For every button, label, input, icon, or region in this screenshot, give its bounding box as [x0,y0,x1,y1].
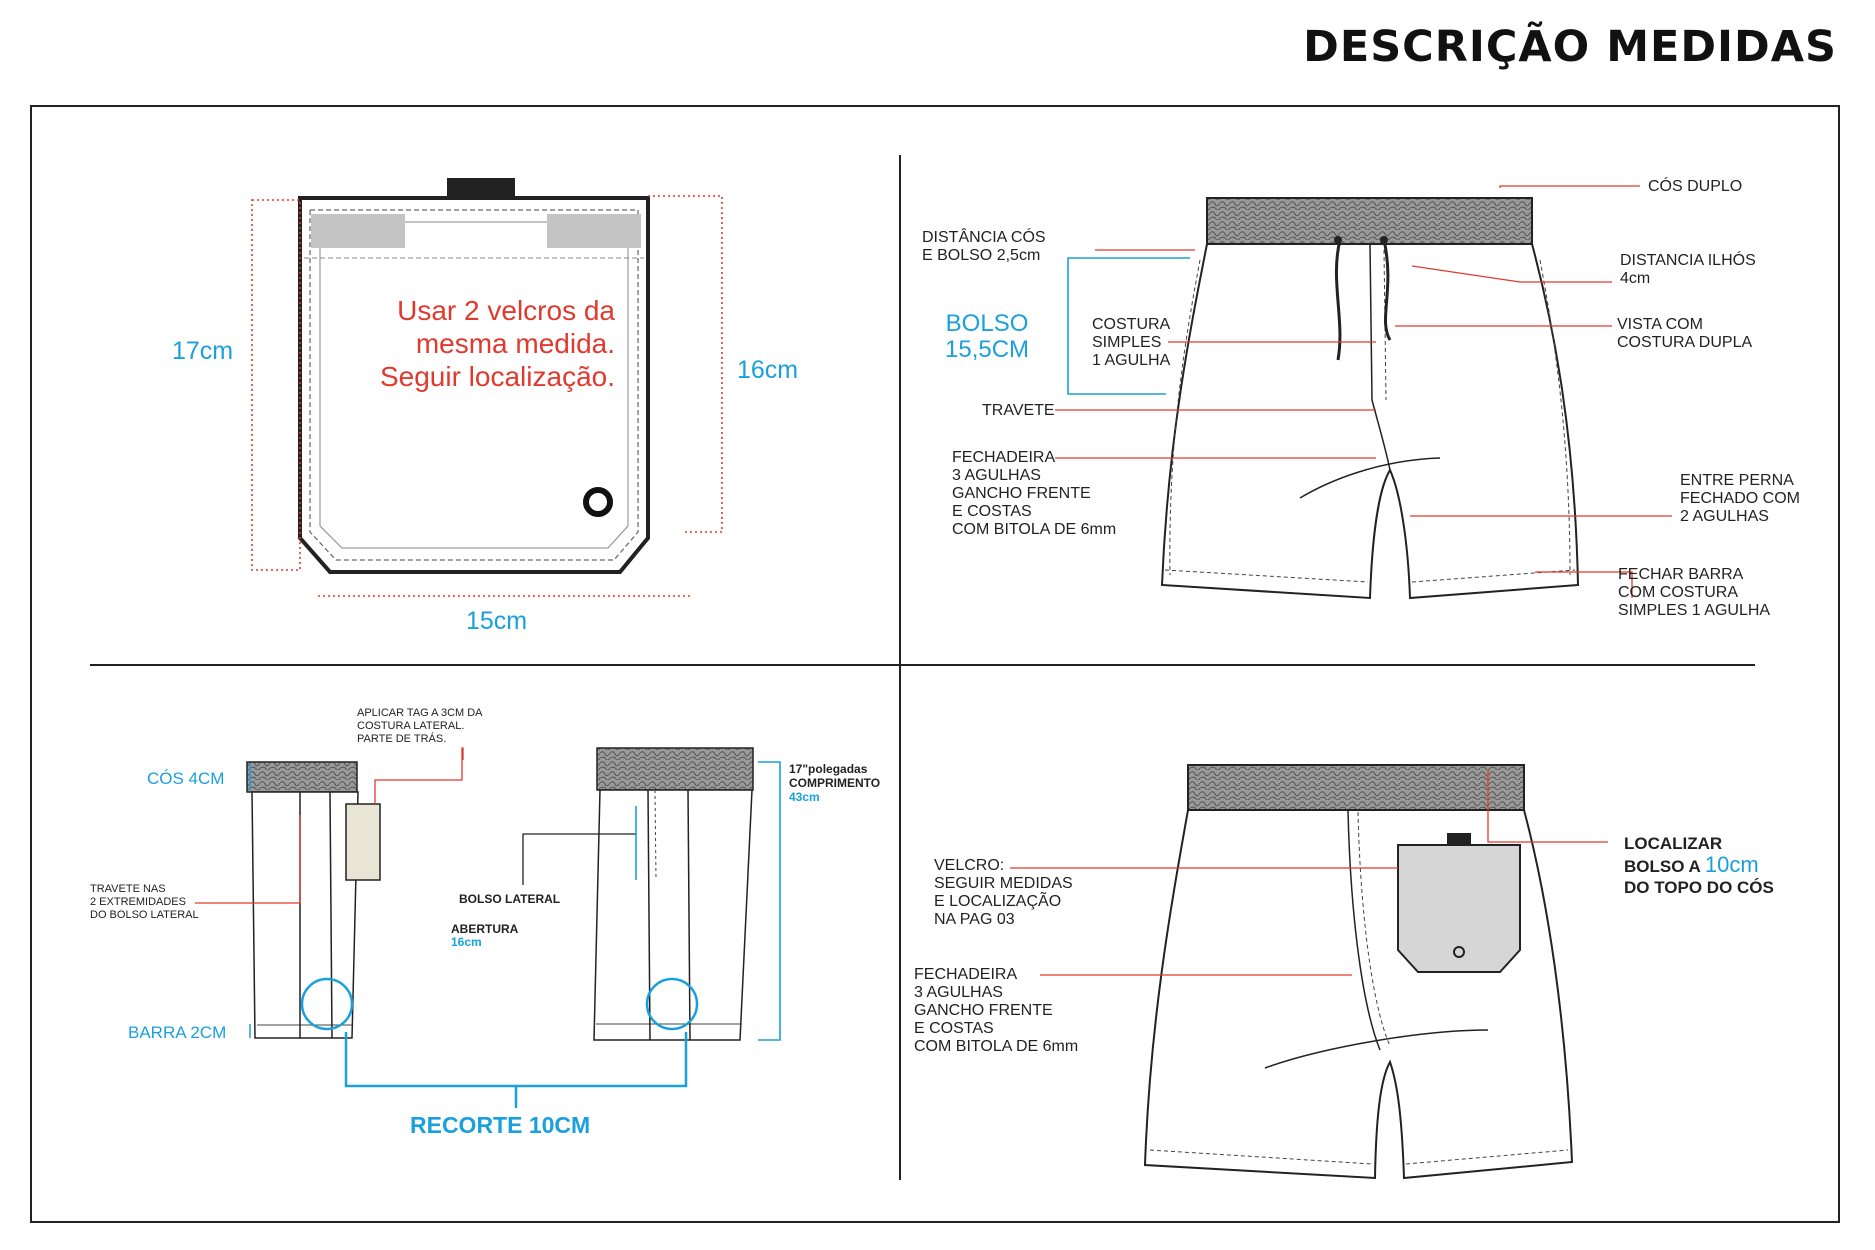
velcro-back-label: VELCRO: SEGUIR MEDIDAS E LOCALIZAÇÃO NA … [934,857,1073,928]
sheet-frame [30,105,1840,1223]
fechadeira-back-label: FECHADEIRA 3 AGULHAS GANCHO FRENTE E COS… [914,966,1079,1055]
pocket-height-inner: 16cm [737,356,799,384]
side-shorts-left-drawing [195,747,464,1039]
aplicar-tag-label: APLICAR TAG A 3CM DA COSTURA LATERAL. PA… [357,707,483,745]
velcro-left [311,214,405,248]
side-shorts-right-drawing [522,747,781,1041]
fechar-barra-label: FECHAR BARRA COM COSTURA SIMPLES 1 AGULH… [1618,566,1771,619]
localizar-label: LOCALIZAR BOLSO A 10cm DO TOPO DO CÓS [1624,833,1814,898]
front-shorts-drawing [1055,185,1672,600]
pocket-width: 15cm [466,607,528,635]
barra-2cm-label: BARRA 2CM [128,1023,227,1042]
bolso-measure-label: BOLSO 15,5CM [945,310,1030,363]
eyelet [583,487,613,517]
costura-simples-label: COSTURA SIMPLES 1 AGULHA [1092,316,1171,369]
hang-tag [345,803,381,881]
comprimento-value: 43cm [789,790,820,804]
recorte-label: RECORTE 10CM [410,1112,591,1138]
polegadas-label: 17"polegadas [789,762,868,776]
fechadeira-front-label: FECHADEIRA 3 AGULHAS GANCHO FRENTE E COS… [952,449,1117,538]
travete-extremidades-label: TRAVETE NAS 2 EXTREMIDADES DO BOLSO LATE… [90,883,199,921]
pocket-drawing [251,178,723,597]
dist-cos-bolso-label: DISTÂNCIA CÓS E BOLSO 2,5cm [922,229,1046,264]
localizar-bolso-text: BOLSO A [1624,857,1701,876]
entre-perna-label: ENTRE PERNA FECHADO COM 2 AGULHAS [1680,472,1800,525]
pocket-velcro-note: Usar 2 velcros da mesma medida. Seguir l… [379,295,615,392]
vista-label: VISTA COM COSTURA DUPLA [1617,316,1753,351]
velcro-right [547,214,641,248]
back-shorts-drawing [1010,764,1608,1180]
bolso-lateral-label: BOLSO LATERAL [459,892,561,906]
abertura-label: ABERTURA 16cm [451,910,518,949]
abertura-value: 16cm [451,935,482,949]
comprimento-label: COMPRIMENTO [789,776,881,790]
pocket-height-outer: 17cm [172,337,234,365]
distancia-ilhos-label: DISTANCIA ILHÓS 4cm [1620,252,1756,287]
localizar-line-3: DO TOPO DO CÓS [1624,878,1774,897]
page-title: DESCRIÇÃO MEDIDAS [1303,22,1837,72]
cos-4cm-label: CÓS 4CM [147,769,225,788]
localizar-line-2: BOLSO A 10cm [1624,854,1814,877]
cos-duplo-label: CÓS DUPLO [1648,178,1743,195]
travete-label: TRAVETE [982,402,1055,419]
localizar-value: 10cm [1704,852,1759,877]
back-pocket [1397,844,1521,973]
localizar-line-1: LOCALIZAR [1624,834,1723,853]
abertura-text: ABERTURA [451,922,519,936]
